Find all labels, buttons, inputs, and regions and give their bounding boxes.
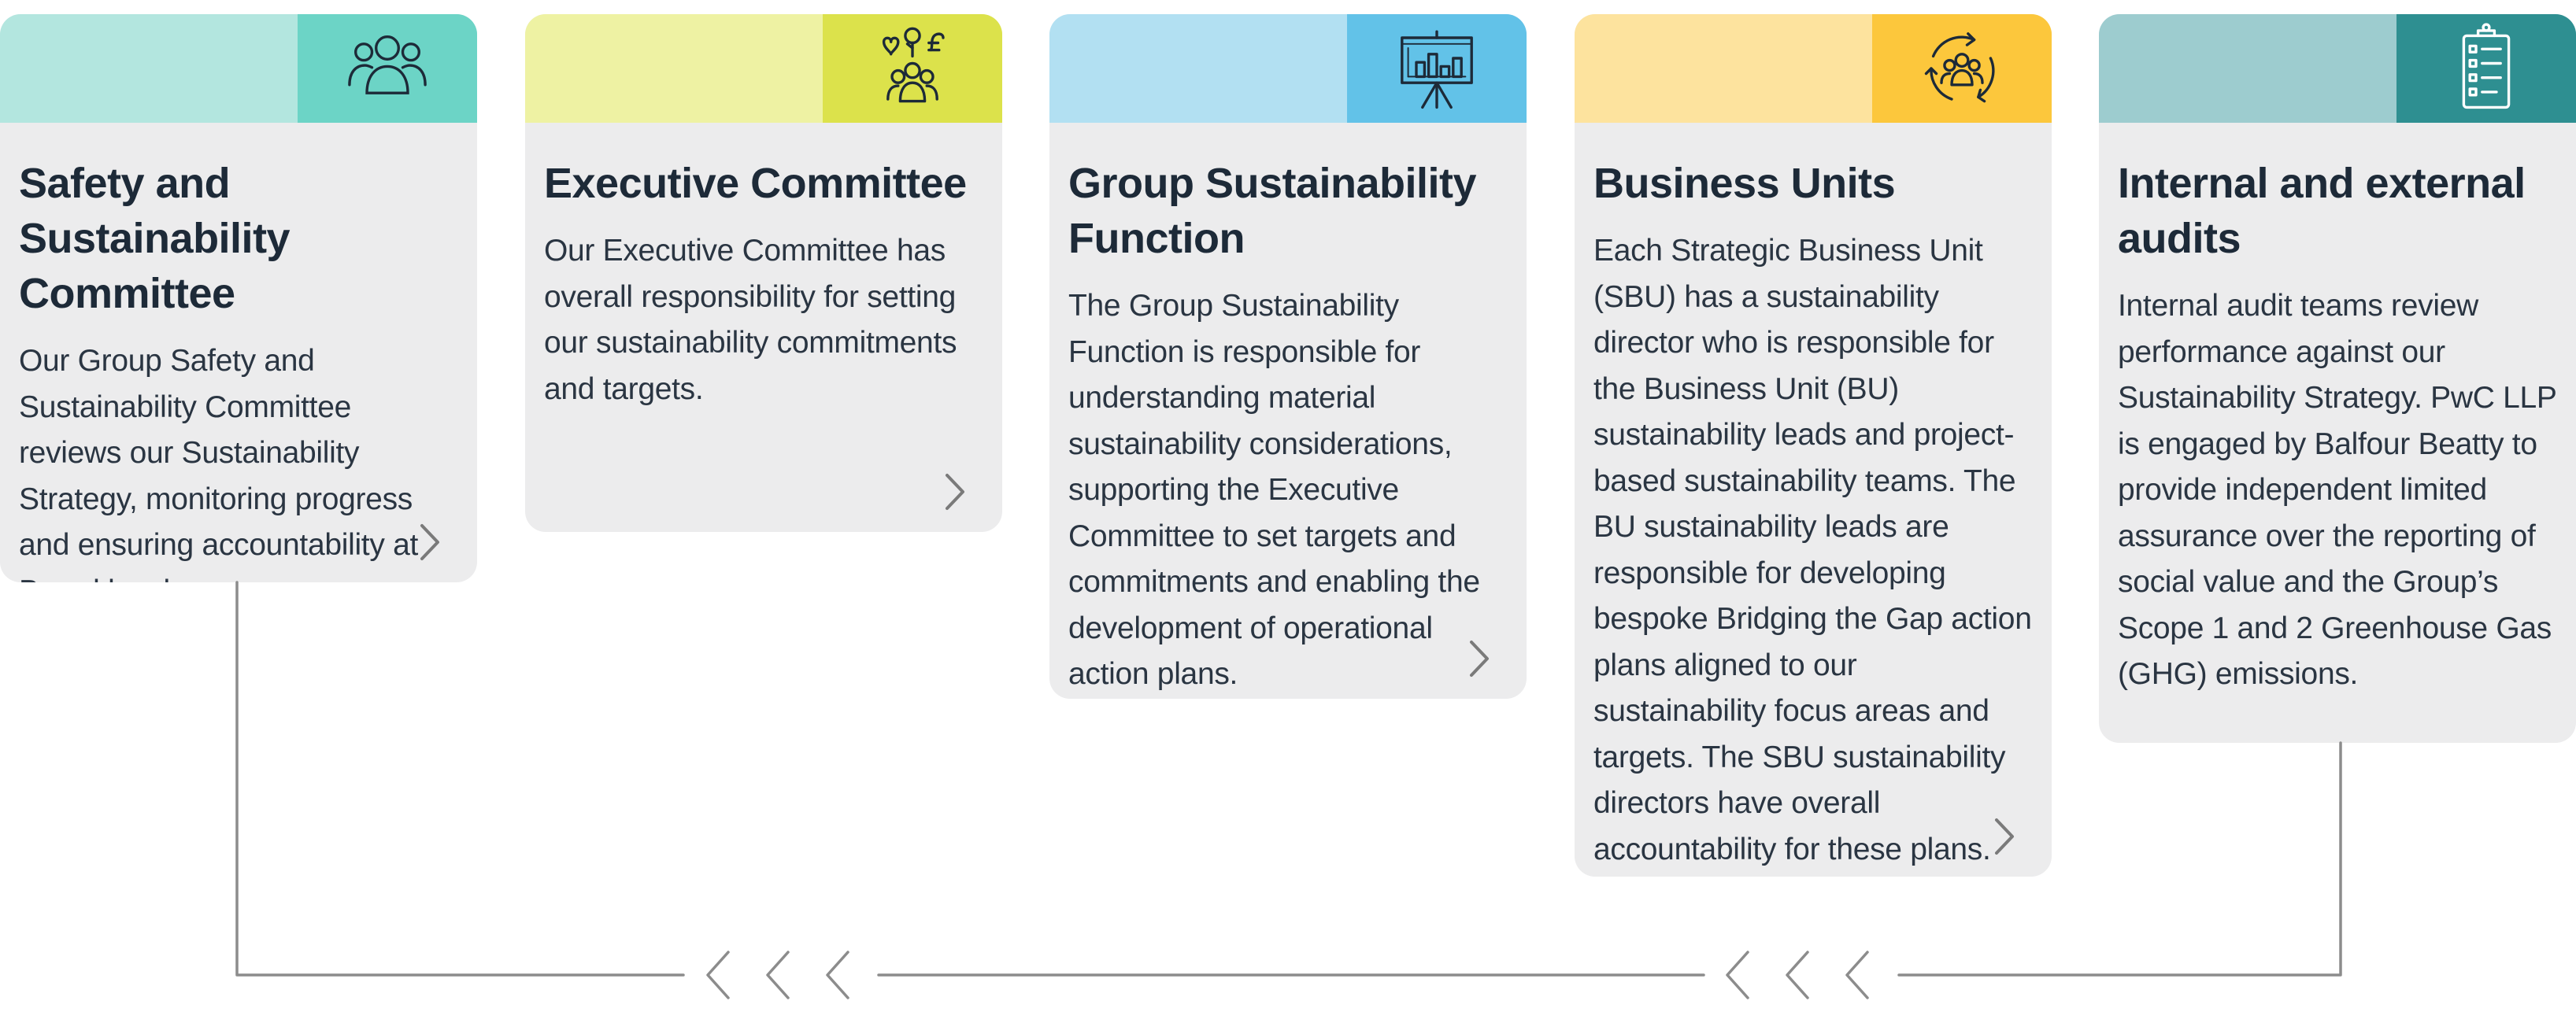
card-executive-committee[interactable]: Executive Committee Our Executive Commit… bbox=[525, 14, 1002, 532]
icon-tile bbox=[298, 14, 477, 123]
card-header bbox=[525, 14, 1002, 123]
card-body: Our Group Safety and Sustainability Comm… bbox=[19, 344, 419, 582]
card-body: Our Executive Committee has overall resp… bbox=[544, 234, 957, 406]
icon-tile bbox=[2396, 14, 2576, 123]
people-group-icon bbox=[348, 35, 427, 94]
connector-line-right bbox=[1897, 741, 2342, 977]
presentation-chart-icon bbox=[1401, 30, 1473, 109]
clipboard-checklist-icon bbox=[2462, 23, 2511, 109]
card-header bbox=[2099, 14, 2576, 123]
arrow-left-icon-group-left bbox=[706, 951, 849, 999]
card-title: Safety and Sustainability Committee bbox=[19, 160, 291, 317]
card-header bbox=[1575, 14, 2052, 123]
chevron-right-icon[interactable] bbox=[1467, 639, 1492, 678]
card-internal-external-audits: Internal and external audits Internal au… bbox=[2099, 14, 2576, 743]
card-title: Group Sustainability Function bbox=[1068, 160, 1477, 262]
card-group-sustainability-function[interactable]: Group Sustainability Function The Group … bbox=[1049, 14, 1527, 699]
icon-tile bbox=[1347, 14, 1527, 123]
icon-tile bbox=[1872, 14, 2052, 123]
card-body: Each Strategic Business Unit (SBU) has a… bbox=[1593, 234, 2032, 866]
card-title: Executive Committee bbox=[544, 160, 967, 207]
committee-values-icon bbox=[882, 27, 945, 103]
team-cycle-icon bbox=[1924, 32, 1995, 103]
chevron-right-icon[interactable] bbox=[942, 472, 968, 512]
icon-tile bbox=[823, 14, 1002, 123]
connector-line-left bbox=[235, 581, 685, 977]
card-title: Business Units bbox=[1593, 160, 1896, 207]
card-safety-sustainability-committee[interactable]: Safety and Sustainability Committee Our … bbox=[0, 14, 477, 582]
arrow-left-icon-group-right bbox=[1726, 951, 1869, 999]
chevron-right-icon[interactable] bbox=[417, 523, 442, 562]
card-header bbox=[0, 14, 477, 123]
card-title: Internal and external audits bbox=[2118, 160, 2526, 262]
card-body: The Group Sustainability Function is res… bbox=[1068, 289, 1480, 691]
chevron-right-icon[interactable] bbox=[1992, 817, 2017, 856]
card-business-units[interactable]: Business Units Each Strategic Business U… bbox=[1575, 14, 2052, 877]
card-body: Internal audit teams review performance … bbox=[2118, 289, 2556, 691]
card-header bbox=[1049, 14, 1527, 123]
